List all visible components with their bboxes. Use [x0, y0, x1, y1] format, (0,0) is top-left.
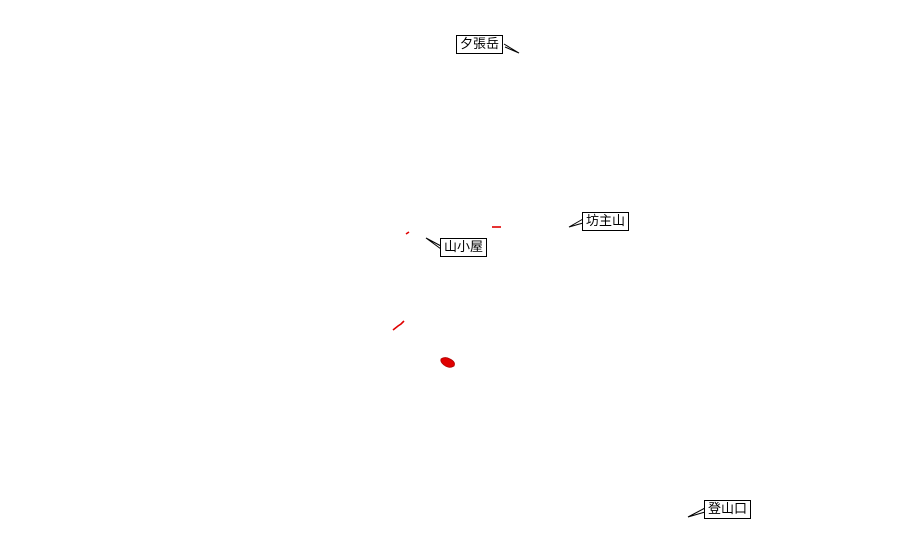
yamagoya-label[interactable]: 山小屋: [440, 238, 488, 257]
yubaridake-label[interactable]: 夕張岳: [456, 35, 504, 54]
tozanguchi-leader: [687, 507, 706, 518]
gps-track: [392, 226, 501, 368]
yamagoya-leader: [425, 237, 442, 250]
track-segment: [405, 231, 410, 235]
track-blob: [440, 357, 455, 368]
track-segment: [392, 320, 405, 331]
yubaridake-leader: [503, 43, 520, 54]
label-leaders: [425, 43, 706, 518]
bozuyama-label[interactable]: 坊主山: [582, 212, 630, 231]
tozanguchi-label[interactable]: 登山口: [704, 500, 752, 519]
bozuyama-leader: [568, 218, 584, 228]
